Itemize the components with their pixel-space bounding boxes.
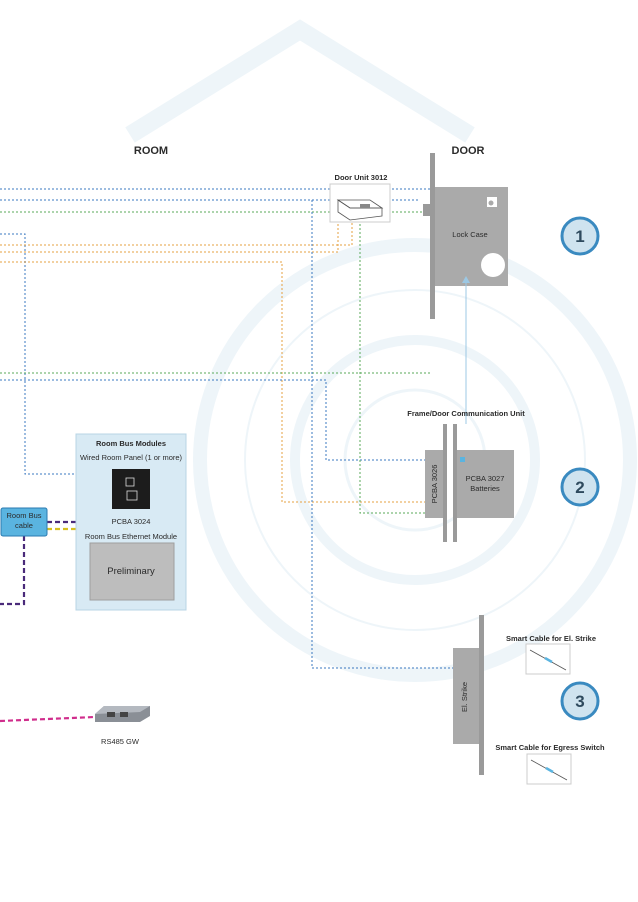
badge-3-number: 3 bbox=[575, 692, 584, 711]
lock-cylinder-hole bbox=[481, 253, 505, 277]
background-watermark bbox=[125, 19, 637, 682]
strike-faceplate bbox=[479, 615, 484, 775]
pcba-3024-label: PCBA 3024 bbox=[112, 517, 151, 526]
door-latch bbox=[423, 204, 430, 216]
pcba-3026-box bbox=[425, 450, 443, 518]
room-bus-cable-line1: Room Bus bbox=[6, 511, 41, 520]
badge-1-number: 1 bbox=[575, 227, 584, 246]
strike-body bbox=[453, 648, 479, 744]
wiring bbox=[0, 188, 466, 669]
room-bus-modules-panel: Room Bus Modules Wired Room Panel (1 or … bbox=[75, 433, 187, 611]
smart-cable-egress-label: Smart Cable for Egress Switch bbox=[495, 743, 605, 752]
badge-1: 1 bbox=[560, 216, 600, 256]
room-bus-cable-box: Room Bus cable bbox=[0, 507, 48, 537]
strike-label: El. Strike bbox=[460, 682, 469, 712]
cable-connector-icon bbox=[545, 766, 554, 774]
rs485-gateway: RS485 GW bbox=[95, 706, 150, 746]
door-faceplate bbox=[430, 153, 435, 319]
badge-2: 2 bbox=[560, 467, 600, 507]
pcba-3026-label: PCBA 3026 bbox=[430, 465, 439, 504]
bus-cables bbox=[0, 520, 96, 723]
batteries-label: Batteries bbox=[470, 484, 500, 493]
pcba-3027-label: PCBA 3027 bbox=[466, 474, 505, 483]
rs485-label: RS485 GW bbox=[101, 737, 140, 746]
panel-button-icon bbox=[125, 477, 135, 487]
wired-room-panel-device bbox=[112, 469, 150, 509]
wired-room-panel-label: Wired Room Panel (1 or more) bbox=[80, 453, 183, 462]
room-bus-title: Room Bus Modules bbox=[96, 439, 166, 448]
badge-2-number: 2 bbox=[575, 478, 584, 497]
wire-green-frame bbox=[359, 212, 430, 514]
wire-blue-frame bbox=[0, 379, 425, 461]
wire-orange-frame bbox=[0, 261, 425, 503]
room-header: ROOM bbox=[134, 145, 168, 157]
panel-card-icon bbox=[126, 490, 138, 501]
wire-orange-door bbox=[0, 215, 353, 246]
frame-post bbox=[443, 424, 447, 542]
smart-cable-strike: Smart Cable for El. Strike bbox=[506, 634, 596, 675]
frame-unit-title: Frame/Door Communication Unit bbox=[407, 409, 525, 418]
smart-cable-egress: Smart Cable for Egress Switch bbox=[495, 743, 605, 785]
wire-blue-strike bbox=[311, 200, 453, 669]
lock-case-label: Lock Case bbox=[452, 230, 487, 239]
door-unit-label: Door Unit 3012 bbox=[335, 173, 388, 182]
link-arrow-head bbox=[462, 276, 470, 283]
badge-3: 3 bbox=[560, 681, 600, 721]
cable-magenta bbox=[0, 715, 96, 723]
pcba-3027-indicator bbox=[460, 457, 465, 462]
ethernet-module-label: Room Bus Ethernet Module bbox=[85, 532, 177, 541]
door-post bbox=[453, 424, 457, 542]
door-unit-device-icon bbox=[360, 204, 370, 208]
pcba-3027-box bbox=[457, 450, 514, 518]
cable-purple-down bbox=[0, 536, 26, 606]
door-unit-3012: Door Unit 3012 bbox=[329, 173, 391, 223]
electric-strike: El. Strike bbox=[453, 615, 484, 775]
wire-orange-door-2 bbox=[0, 220, 339, 253]
cable-connector-icon bbox=[544, 656, 553, 664]
wire-blue-panel bbox=[0, 233, 76, 475]
ethernet-module-box bbox=[89, 542, 175, 601]
smart-cable-strike-label: Smart Cable for El. Strike bbox=[506, 634, 596, 643]
door-header: DOOR bbox=[452, 145, 485, 157]
room-bus-cable-line2: cable bbox=[15, 521, 33, 530]
door-lock: Lock Case bbox=[423, 153, 508, 319]
preliminary-label: Preliminary bbox=[107, 566, 155, 577]
frame-door-comm-unit: Frame/Door Communication Unit PCBA 3026 … bbox=[407, 409, 525, 542]
